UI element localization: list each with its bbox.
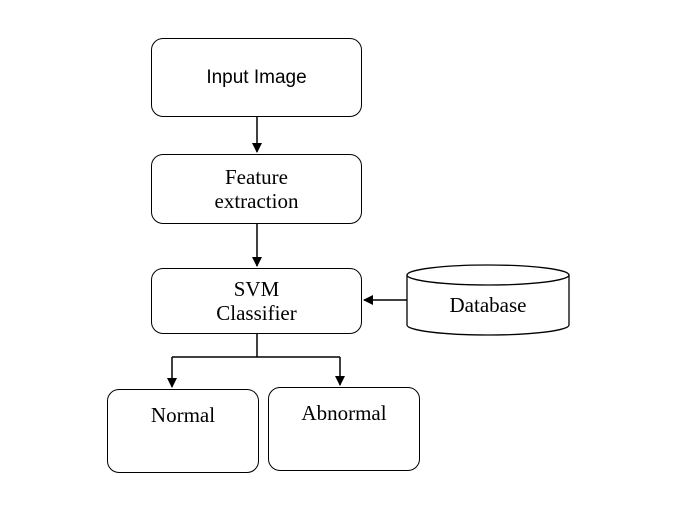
- abnormal-label: Abnormal: [301, 401, 387, 425]
- input-image-label: Input Image: [206, 66, 307, 88]
- feature-extraction-node: Feature extraction: [151, 154, 362, 224]
- database-label: Database: [449, 292, 527, 317]
- feature-extraction-label-line2: extraction: [214, 189, 299, 213]
- normal-label: Normal: [150, 403, 216, 427]
- svm-classifier-node: SVM Classifier: [151, 268, 362, 334]
- normal-node: Normal: [107, 389, 259, 473]
- abnormal-node: Abnormal: [268, 387, 420, 471]
- svm-classifier-label-line1: SVM: [233, 276, 280, 301]
- database-cylinder: [406, 264, 570, 336]
- input-image-node: Input Image: [151, 38, 362, 117]
- feature-extraction-label-line1: Feature: [225, 164, 288, 189]
- svm-classifier-label-line2: Classifier: [216, 301, 297, 325]
